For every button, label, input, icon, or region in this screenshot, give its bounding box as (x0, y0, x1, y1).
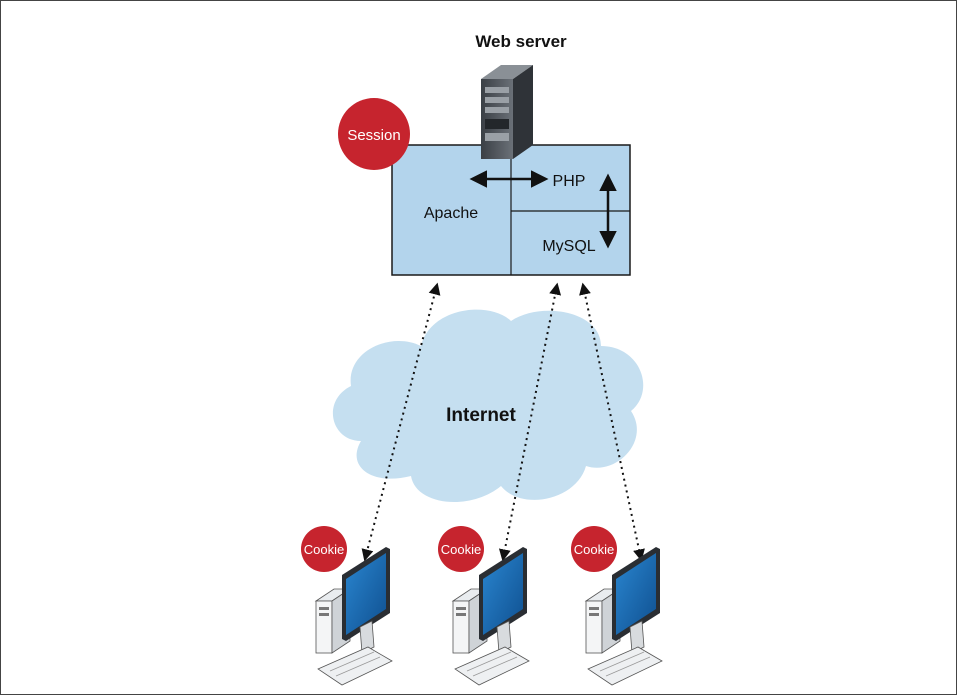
client-computer-2: Cookie (438, 526, 530, 686)
client2-mysql-dotted-arrow-icon (498, 282, 562, 562)
php-label: PHP (553, 173, 586, 190)
cookie-label: Cookie (441, 542, 481, 557)
cookie-label: Cookie (304, 542, 344, 557)
desktop-computer-icon (314, 547, 393, 686)
cookie-label: Cookie (574, 542, 614, 557)
server-box (391, 144, 631, 276)
cookie-badge (301, 526, 347, 572)
apache-label: Apache (424, 205, 478, 222)
mysql-label: MySQL (542, 238, 595, 255)
cookie-badge (438, 526, 484, 572)
session-label: Session (347, 127, 400, 144)
server-tower-icon (481, 65, 533, 159)
client-computer-1: Cookie (301, 526, 393, 686)
client-computer-3: Cookie (571, 526, 663, 686)
internet-label: Internet (446, 405, 516, 426)
session-badge (338, 98, 410, 170)
desktop-computer-icon (584, 547, 663, 686)
desktop-computer-icon (451, 547, 530, 686)
web-server-title: Web server (475, 32, 567, 51)
cookie-badge (571, 526, 617, 572)
client-computers: Cookie Cookie Cookie (301, 526, 663, 686)
